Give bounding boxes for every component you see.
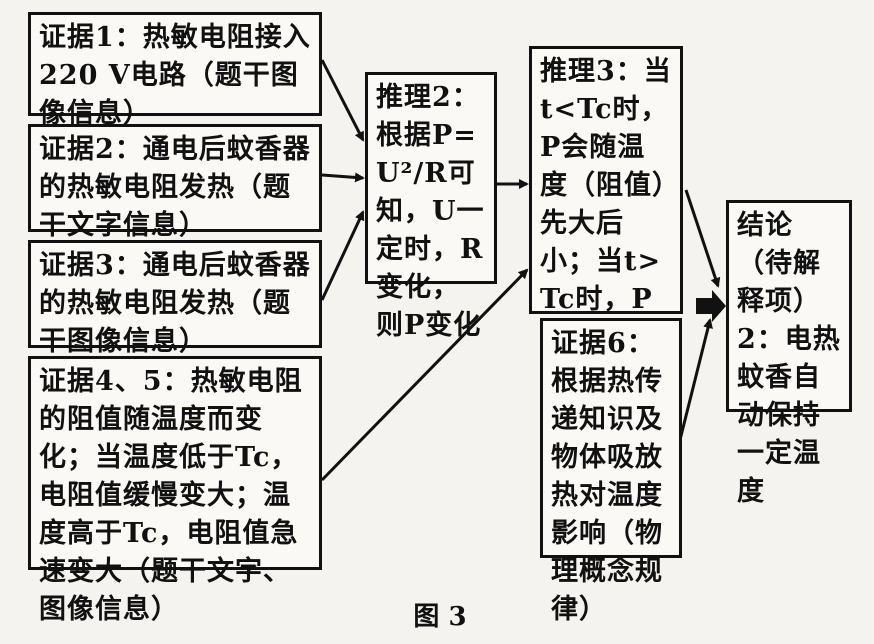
arrow-evidence6-to-conclusion	[678, 318, 713, 441]
arrow-inference3-to-conclusion	[684, 189, 721, 288]
thick-arrow-to-conclusion	[696, 290, 726, 322]
inference-box-3: 推理3：当t<Tc时，P会随温度（阻值）先大后小；当t>Tc时，P会随升温急剧变…	[529, 46, 683, 391]
evidence-6-text: 证据6：根据热传递知识及物体吸放热对温度影响（物理概念规律）	[551, 328, 663, 625]
inference-2-text: 推理2：根据P=U²/R可知，U一定时，R变化，则P变化	[376, 82, 485, 341]
figure-caption: 图 3	[413, 602, 467, 632]
evidence-box-4-5: 证据4、5：热敏电阻的阻值随温度而变化；当温度低于Tc，电阻值缓慢变大；温度高于…	[28, 356, 322, 625]
evidence-3-text: 证据3：通电后蚊香器的热敏电阻发热（题干图像信息）	[39, 250, 311, 357]
arrow-evidence3-to-inference2	[320, 210, 365, 301]
evidence-4-5-text: 证据4、5：热敏电阻的阻值随温度而变化；当温度低于Tc，电阻值缓慢变大；温度高于…	[39, 366, 303, 625]
arrow-evidence2-to-inference2	[321, 172, 365, 183]
inference-box-2: 推理2：根据P=U²/R可知，U一定时，R变化，则P变化	[365, 72, 497, 341]
evidence-box-1: 证据1：热敏电阻接入220 V电路（题干图像信息）	[28, 12, 322, 129]
evidence-2-text: 证据2：通电后蚊香器的热敏电阻发热（题干文字信息）	[39, 134, 311, 241]
evidence-1-text: 证据1：热敏电阻接入220 V电路（题干图像信息）	[39, 22, 311, 129]
evidence-box-6: 证据6：根据热传递知识及物体吸放热对温度影响（物理概念规律）	[540, 318, 682, 625]
evidence-box-2: 证据2：通电后蚊香器的热敏电阻发热（题干文字信息）	[28, 124, 322, 241]
arrow-evidence1-to-inference2	[320, 59, 365, 142]
conclusion-text: 结论（待解释项）2：电热蚊香自动保持一定温度	[737, 210, 841, 507]
evidence-box-3: 证据3：通电后蚊香器的热敏电阻发热（题干图像信息）	[28, 240, 322, 357]
conclusion-box: 结论（待解释项）2：电热蚊香自动保持一定温度	[726, 200, 852, 507]
